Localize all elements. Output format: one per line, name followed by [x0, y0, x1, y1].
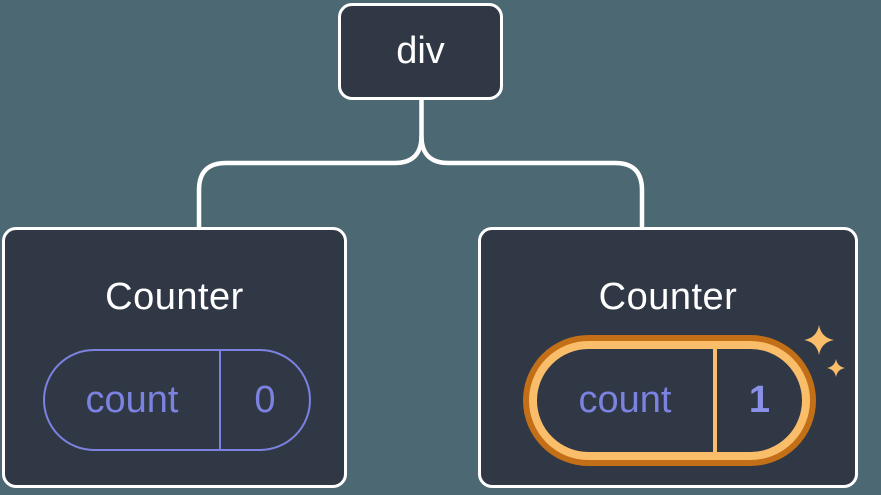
state-key-cell: count	[45, 351, 219, 449]
state-value-cell: 0	[219, 351, 309, 449]
sparkle-large	[804, 325, 834, 355]
state-key-label: count	[578, 379, 672, 421]
counter-node-right: Counter count 1	[478, 227, 858, 488]
sparkles-icon	[804, 325, 845, 377]
state-value: 0	[254, 378, 276, 421]
counter-left-state-pill: count 0	[43, 349, 311, 451]
sparkle-small	[827, 359, 845, 377]
counter-left-title: Counter	[105, 276, 244, 318]
state-value: 1	[748, 379, 771, 421]
state-key-label: count	[85, 378, 179, 421]
connector-root-to-right-counter	[419, 135, 645, 227]
connector-root-to-left-counter	[196, 100, 424, 227]
state-key-cell: count	[537, 349, 713, 452]
root-node-div: div	[338, 3, 503, 100]
state-value-cell: 1	[713, 349, 802, 452]
counter-right-state-pill: count 1	[529, 341, 810, 460]
counter-right-state-pill-highlight-ring: count 1	[523, 335, 816, 466]
root-node-label: div	[396, 30, 445, 72]
counter-right-title: Counter	[598, 276, 738, 318]
counter-node-left: Counter count 0	[2, 227, 347, 488]
